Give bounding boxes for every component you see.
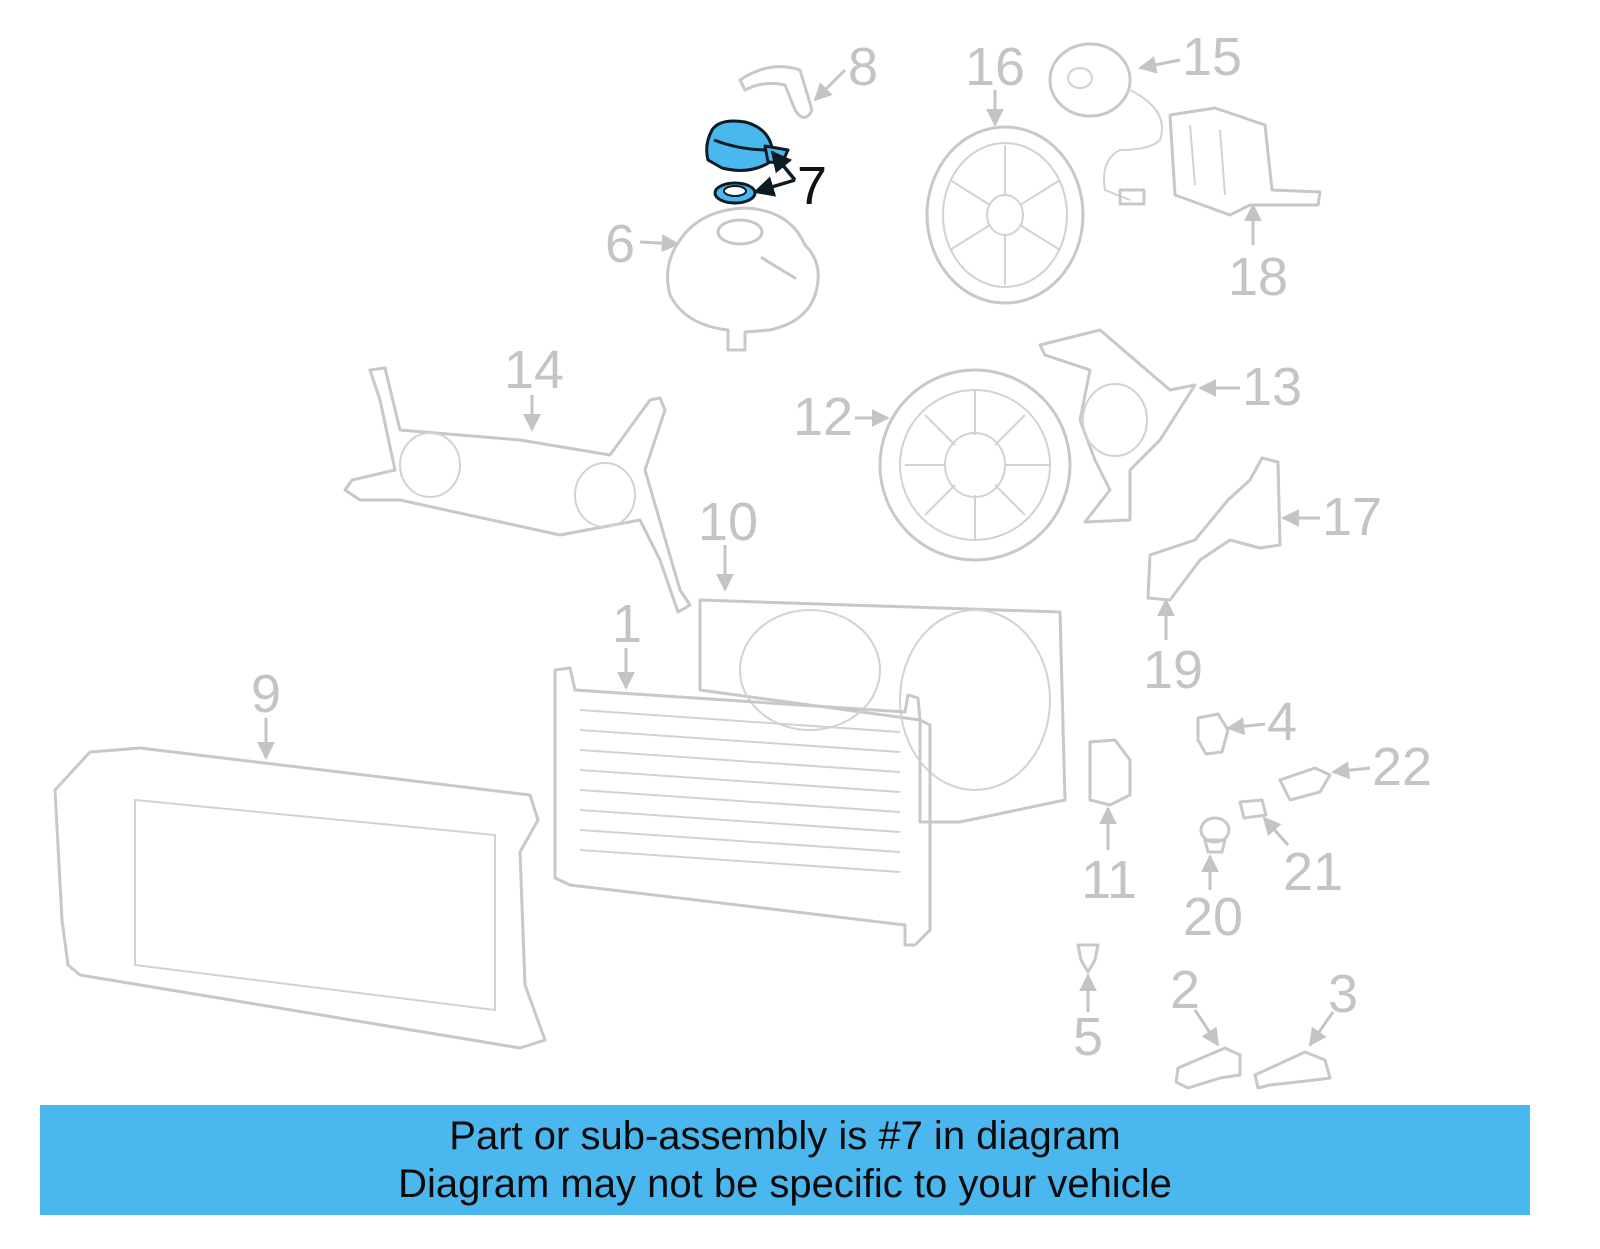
part-9-front-frame <box>53 746 547 1050</box>
part-18-bracket <box>1168 106 1322 217</box>
callout-8: 8 <box>848 37 878 97</box>
part-3-mount <box>1253 1050 1332 1090</box>
leader-7-cap <box>770 150 797 182</box>
part-6-expansion-tank <box>666 206 820 352</box>
callout-4: 4 <box>1267 692 1297 752</box>
leader-8 <box>813 68 847 102</box>
callout-1: 1 <box>612 594 642 654</box>
leader-4 <box>1226 717 1266 736</box>
callout-3: 3 <box>1328 964 1358 1024</box>
part-10-shroud-frame <box>698 598 1067 824</box>
info-banner: Part or sub-assembly is #7 in diagram Di… <box>40 1105 1530 1215</box>
part-2-mount <box>1174 1046 1242 1090</box>
leader-22 <box>1331 761 1371 780</box>
part-12-fan-assembly <box>878 368 1072 562</box>
part-13-bracket <box>1038 328 1197 524</box>
part-20-sender <box>1199 816 1231 854</box>
callout-7: 7 <box>797 156 827 216</box>
leader-6 <box>639 234 680 253</box>
callout-16: 16 <box>965 37 1025 97</box>
callout-13: 13 <box>1242 357 1302 417</box>
callout-11: 11 <box>1081 850 1137 910</box>
callout-20: 20 <box>1183 887 1243 947</box>
callout-14: 14 <box>504 340 564 400</box>
leader-21 <box>1262 816 1290 846</box>
part-22-sensor <box>1278 766 1332 802</box>
callout-18: 18 <box>1228 247 1288 307</box>
part-17-bracket <box>1146 456 1282 602</box>
callout-10: 10 <box>698 492 758 552</box>
callout-12: 12 <box>793 387 853 447</box>
callout-2: 2 <box>1170 960 1200 1020</box>
banner-line-1: Part or sub-assembly is #7 in diagram <box>449 1114 1121 1158</box>
part-15-fan-motor <box>1048 42 1163 206</box>
part-14-shroud <box>343 366 692 614</box>
callout-21: 21 <box>1283 842 1343 902</box>
callout-15: 15 <box>1182 27 1242 87</box>
part-1-radiator <box>553 666 932 947</box>
part-16-fan <box>925 125 1085 305</box>
leader-2 <box>1193 1009 1220 1047</box>
part-7-seal-ring[interactable] <box>713 181 757 205</box>
part-7-coolant-cap[interactable] <box>705 119 790 172</box>
callout-17: 17 <box>1322 487 1382 547</box>
part-21-switch <box>1238 798 1268 820</box>
callout-9: 9 <box>251 664 281 724</box>
callout-19: 19 <box>1143 640 1203 700</box>
part-5-plug <box>1076 943 1100 974</box>
callout-6: 6 <box>605 214 635 274</box>
part-8-bracket <box>738 65 814 119</box>
leader-3 <box>1308 1011 1335 1047</box>
banner-line-2: Diagram may not be specific to your vehi… <box>398 1162 1172 1206</box>
leader-7-seal <box>752 176 796 197</box>
part-11-clip <box>1088 738 1132 807</box>
callout-5: 5 <box>1073 1007 1103 1067</box>
part-4-connector <box>1196 712 1230 756</box>
callout-22: 22 <box>1372 737 1432 797</box>
leader-15 <box>1138 55 1181 74</box>
